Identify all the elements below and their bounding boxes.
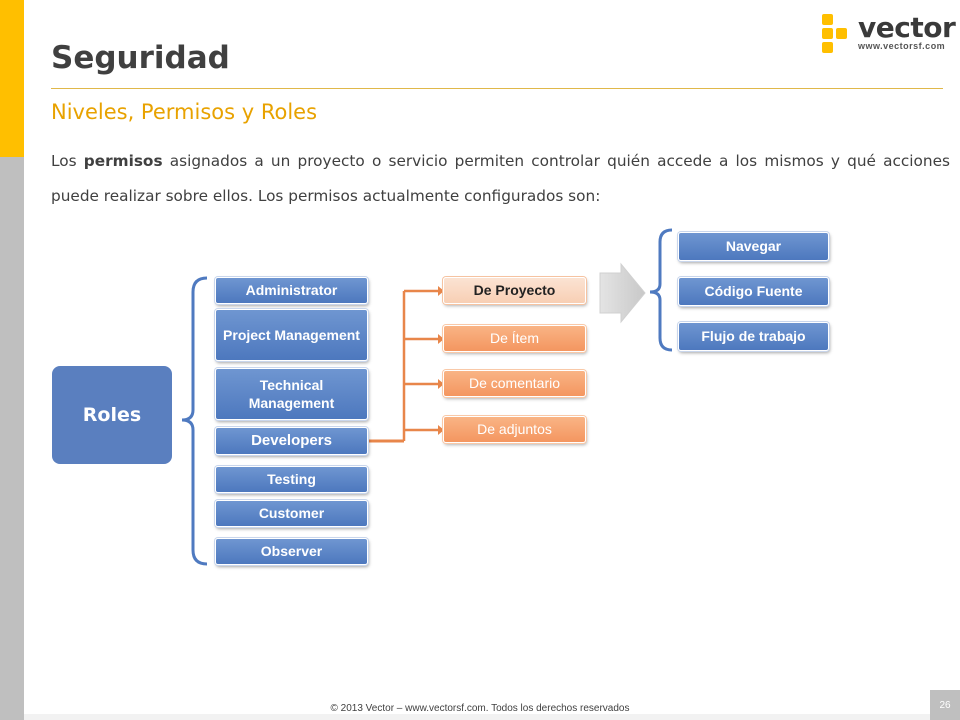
action-flujo-de-trabajo: Flujo de trabajo <box>678 322 829 351</box>
permission-de-comentario: De comentario <box>443 370 586 397</box>
intro-text-after: asignados a un proyecto o servicio permi… <box>51 152 950 205</box>
permission-tree <box>402 289 438 441</box>
chevron-arrow-icon <box>599 262 646 324</box>
logo-url: www.vectorsf.com <box>858 41 946 51</box>
action-navegar: Navegar <box>678 232 829 261</box>
footer-bar <box>24 714 930 720</box>
arrow-de-proyecto <box>438 286 444 296</box>
title-divider <box>51 88 943 89</box>
role-administrator: Administrator <box>215 277 368 304</box>
arrow-de-adjuntos <box>438 425 444 435</box>
page-subtitle: Niveles, Permisos y Roles <box>51 100 318 124</box>
role-customer: Customer <box>215 500 368 527</box>
arrow-de-item <box>438 334 444 344</box>
logo-wordmark: vector <box>858 11 956 44</box>
arrow-de-comentario <box>438 379 444 389</box>
intro-paragraph: Los permisos asignados a un proyecto o s… <box>51 144 950 214</box>
actions-bracket <box>649 228 673 352</box>
side-bar <box>0 157 24 720</box>
page-number: 26 <box>930 690 960 720</box>
vector-logo-icon <box>822 14 847 53</box>
role-developers: Developers <box>215 427 368 455</box>
roles-bracket <box>181 276 208 566</box>
permission-de-item: De Ítem <box>443 325 586 352</box>
page-title: Seguridad <box>51 40 230 76</box>
roles-node: Roles <box>52 366 172 464</box>
intro-text-bold: permisos <box>83 152 163 170</box>
accent-bar <box>0 0 24 157</box>
role-observer: Observer <box>215 538 368 565</box>
intro-text-before: Los <box>51 152 84 170</box>
role-testing: Testing <box>215 466 368 493</box>
role-technical-management: Technical Management <box>215 368 368 420</box>
permission-de-adjuntos: De adjuntos <box>443 416 586 443</box>
action-codigo-fuente: Código Fuente <box>678 277 829 306</box>
footer-copyright: © 2013 Vector – www.vectorsf.com. Todos … <box>330 703 630 714</box>
permission-de-proyecto: De Proyecto <box>443 277 586 304</box>
role-project-management: Project Management <box>215 309 368 361</box>
